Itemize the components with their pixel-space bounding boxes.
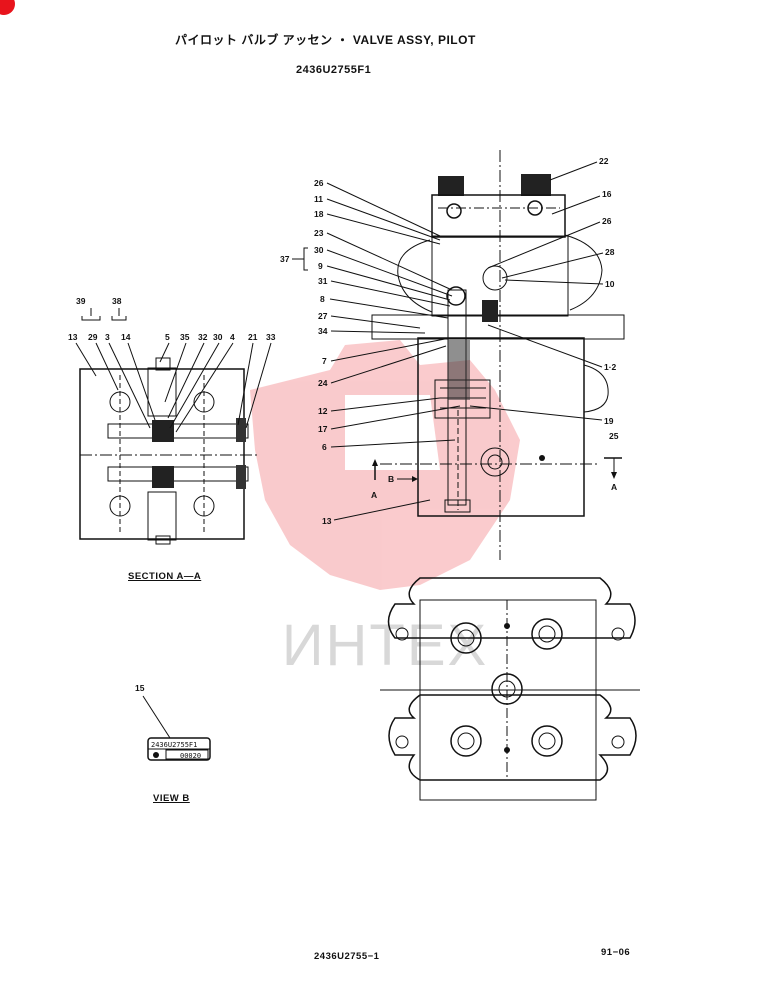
view-mark-b: B: [388, 474, 394, 484]
drawing-title: パイロット バルブ アッセン ・ VALVE ASSY, PILOT: [175, 33, 476, 47]
section-callout-39: 39: [76, 296, 86, 306]
section-callout-32: 32: [198, 332, 208, 342]
callout-34: 34: [318, 326, 328, 336]
corner-badge: [0, 0, 15, 15]
part-number: 2436U2755F1: [296, 64, 372, 76]
callout-12: 12: [318, 406, 328, 416]
callout-9: 9: [318, 261, 323, 271]
callout-10: 10: [605, 279, 615, 289]
callout-16: 16: [602, 189, 612, 199]
right-callouts: 22 16 26 28 10 1·2 19 25: [469, 156, 619, 441]
left-callouts: 26 11 18 23 30 37 9 31 8 27 34 7 24 12 1…: [280, 178, 461, 526]
section-callout-3: 3: [105, 332, 110, 342]
callout-31: 31: [318, 276, 328, 286]
callout-27: 27: [318, 311, 328, 321]
view-b-caption: VIEW B: [153, 793, 190, 804]
section-callout-5: 5: [165, 332, 170, 342]
callout-24: 24: [318, 378, 328, 388]
section-callout-33: 33: [266, 332, 276, 342]
section-mark-a-left: A: [371, 490, 377, 500]
section-callout-29: 29: [88, 332, 98, 342]
callout-8: 8: [320, 294, 325, 304]
section-callout-38: 38: [112, 296, 122, 306]
callout-1-2: 1·2: [604, 362, 617, 372]
callout-7: 7: [322, 356, 327, 366]
section-a-a-caption: SECTION A—A: [128, 571, 202, 582]
section-callouts: 39 38 13 29 3 14 5 35 32 30 4 21 33: [68, 296, 276, 433]
section-callout-4: 4: [230, 332, 235, 342]
view-b-nameplate: 15 2436U2755F1 00020: [135, 683, 211, 761]
callout-22: 22: [599, 156, 609, 166]
callout-19: 19: [604, 416, 614, 426]
callout-28: 28: [605, 247, 615, 257]
footer-drawing-number: 2436U2755−1: [314, 951, 380, 962]
top-cover: [431, 194, 566, 238]
nameplate-serial: 00020: [180, 752, 201, 760]
valve-body: [417, 337, 585, 517]
section-callout-35: 35: [180, 332, 190, 342]
view-callout-15: 15: [135, 683, 145, 693]
section-a-a-view: [79, 357, 258, 545]
callout-25: 25: [609, 431, 619, 441]
callout-23: 23: [314, 228, 324, 238]
plan-view: [380, 577, 640, 801]
section-callout-21: 21: [248, 332, 258, 342]
watermark-logo: [250, 340, 520, 590]
section-callout-13: 13: [68, 332, 78, 342]
section-callout-14: 14: [121, 332, 131, 342]
fitting-top-left: [438, 176, 464, 196]
callout-6: 6: [322, 442, 327, 452]
fitting-top-right: [521, 174, 551, 196]
callout-17: 17: [318, 424, 328, 434]
footer-date-code: 91−06: [601, 947, 631, 958]
section-callout-30: 30: [213, 332, 223, 342]
callout-11: 11: [314, 194, 323, 204]
section-mark-a-right: A: [611, 482, 617, 492]
callout-37: 37: [280, 254, 290, 264]
main-elevation-view: A B A: [371, 150, 625, 560]
callout-26-right: 26: [602, 216, 612, 226]
callout-26: 26: [314, 178, 324, 188]
callout-18: 18: [314, 209, 324, 219]
watermark-text: ИНТЕХ: [282, 613, 488, 678]
callout-30: 30: [314, 245, 324, 255]
nameplate-part-number: 2436U2755F1: [151, 741, 197, 749]
callout-13: 13: [322, 516, 332, 526]
